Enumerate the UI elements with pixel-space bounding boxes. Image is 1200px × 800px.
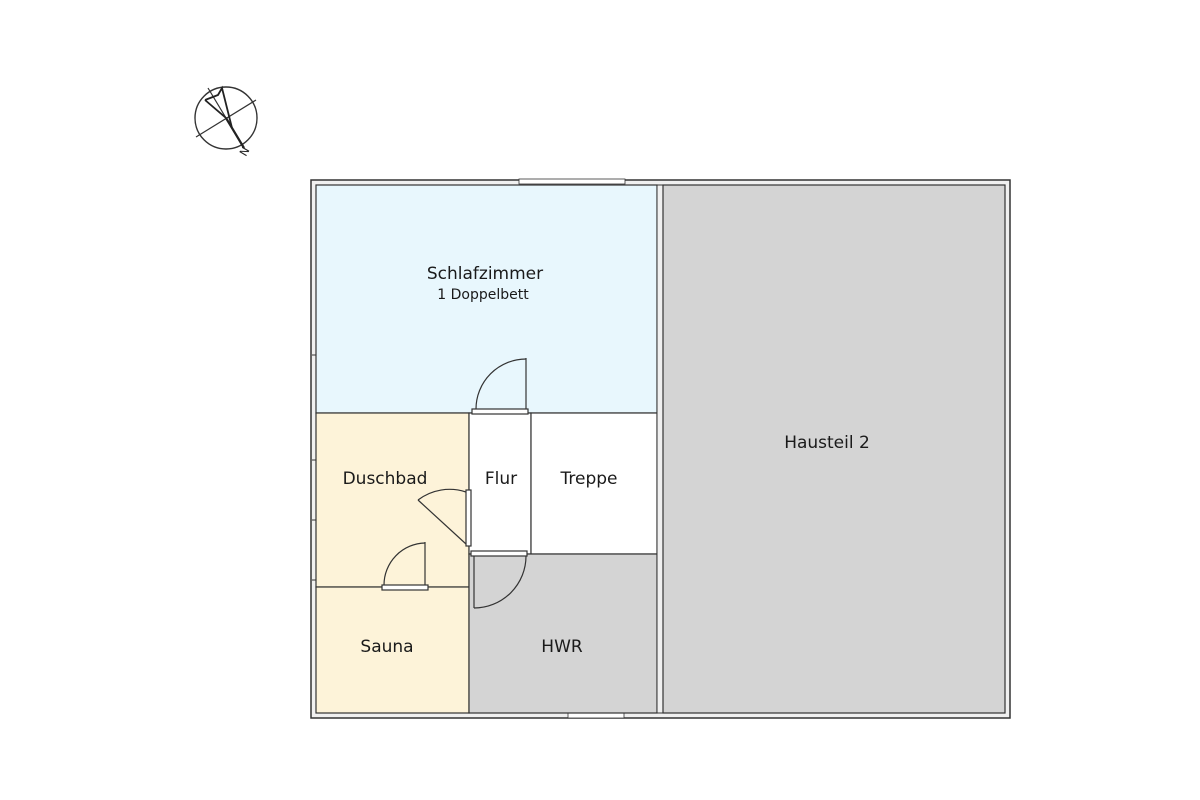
room-schlafzimmer bbox=[315, 184, 658, 414]
label-treppe: Treppe bbox=[559, 469, 617, 489]
door-hwr bbox=[470, 550, 528, 609]
interior-wall bbox=[656, 184, 664, 714]
compass-north-label: N bbox=[237, 145, 252, 159]
room-duschbad bbox=[315, 412, 470, 588]
room-flur bbox=[468, 412, 532, 555]
window-bottom bbox=[567, 712, 625, 719]
room-treppe bbox=[530, 412, 658, 555]
compass-rose: N bbox=[194, 85, 258, 159]
door-duschbad bbox=[417, 488, 472, 547]
door-schlafzimmer bbox=[471, 358, 529, 415]
door-sauna bbox=[381, 542, 429, 591]
label-hwr: HWR bbox=[541, 637, 583, 657]
label-duschbad: Duschbad bbox=[343, 469, 428, 489]
label-schlafzimmer-sub: 1 Doppelbett bbox=[437, 287, 529, 303]
room-sauna bbox=[315, 586, 470, 714]
label-schlafzimmer: Schlafzimmer bbox=[427, 264, 543, 284]
label-hausteil-2: Hausteil 2 bbox=[784, 433, 870, 453]
label-sauna: Sauna bbox=[360, 637, 413, 657]
room-hausteil-2 bbox=[662, 184, 1006, 714]
label-flur: Flur bbox=[485, 469, 517, 489]
window-top bbox=[518, 178, 626, 185]
room-hwr bbox=[468, 553, 658, 714]
